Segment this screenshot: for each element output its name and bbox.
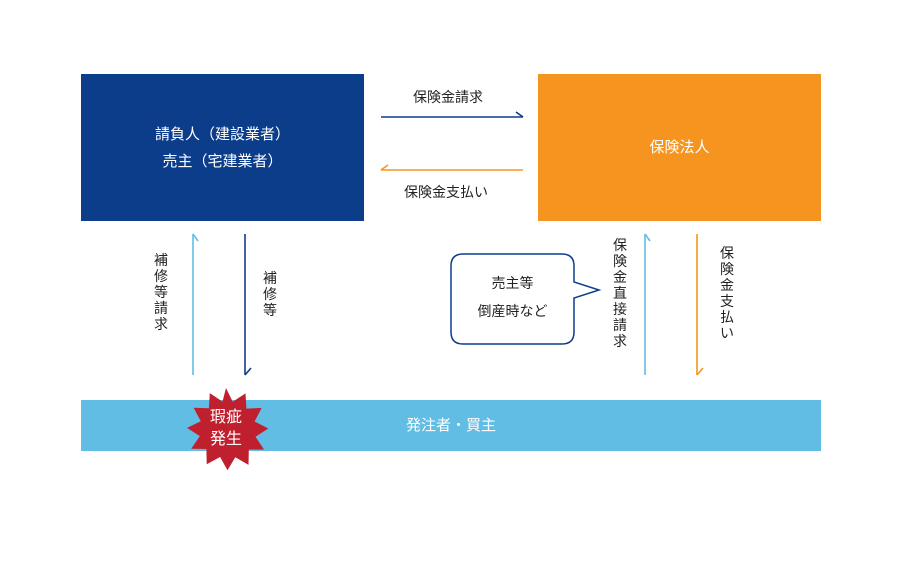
insurance-claim-label: 保険金請求 (413, 90, 483, 106)
direct-claim-arrow (644, 233, 651, 375)
contractor-box: 請負人（建設業者） 売主（宅建業者） (81, 74, 364, 221)
callout-line2: 倒産時など (477, 304, 548, 320)
insurance-payment-arrow (380, 164, 523, 171)
owner-label: 発注者・買主 (405, 416, 496, 434)
insurance-claim-arrow (381, 111, 524, 118)
contractor-label-line1: 請負人（建設業者） (154, 124, 290, 143)
repair-claim-arrow (192, 233, 199, 375)
contractor-label-line2: 売主（宅建業者） (162, 151, 283, 170)
repair-claim-label: 補修等請求 (154, 253, 168, 333)
insurance-payment-label: 保険金支払い (404, 185, 488, 201)
direct-payment-arrow (696, 234, 704, 376)
direct-claim-label: 保険金直接請求 (613, 238, 627, 350)
insurer-label: 保険法人 (649, 138, 710, 156)
defect-line1: 瑕疵 (209, 407, 242, 426)
callout-line1: 売主等 (491, 276, 534, 292)
callout-text: 売主等 倒産時など (455, 270, 570, 326)
insurer-box: 保険法人 (538, 74, 821, 221)
repair-arrow (244, 234, 252, 376)
defect-line2: 発生 (209, 429, 242, 448)
direct-payment-label: 保険金支払い (720, 246, 734, 342)
defect-starburst-icon (187, 388, 269, 471)
callout-bubble (450, 253, 602, 345)
defect-text: 瑕疵 発生 (196, 406, 256, 450)
repair-label: 補修等 (263, 271, 277, 319)
